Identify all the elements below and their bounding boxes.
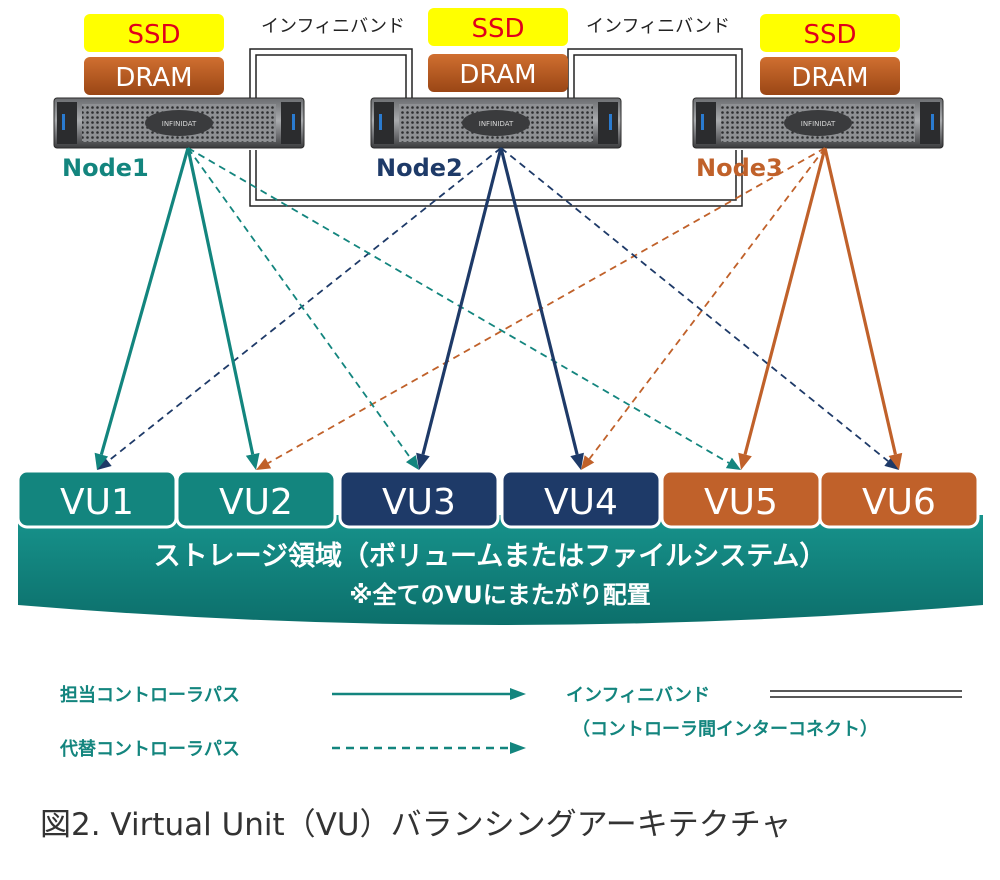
server-chassis: INFINIDAT	[370, 97, 622, 149]
dram-label: DRAM	[459, 60, 536, 90]
node-label: Node1	[62, 154, 149, 182]
vu-box-5: VU5	[660, 469, 822, 529]
primary-path-arrow-vu1	[94, 147, 190, 470]
server-chassis: INFINIDAT	[692, 97, 944, 149]
infiniband-label-1: インフィニバンド	[261, 16, 405, 37]
alternate-path-arrow-vu6	[500, 147, 899, 470]
server-brand: INFINIDAT	[162, 120, 197, 128]
dram-block	[760, 57, 900, 95]
ssd-label: SSD	[127, 20, 180, 50]
legend-alternate-arrowhead	[510, 742, 526, 754]
storage-title: ストレージ領域（ボリュームまたはファイルシステム）	[154, 540, 827, 572]
ssd-label: SSD	[471, 14, 524, 44]
alternate-path-arrow-vu5	[187, 147, 741, 470]
primary-path-arrow-vu5	[738, 147, 827, 470]
alternate-path-arrow-vu1	[97, 147, 502, 470]
legend-infiniband-label: インフィニバンド	[566, 685, 710, 706]
storage-subtitle: ※全てのVUにまたがり配置	[349, 581, 650, 609]
alternate-path-arrow-vu3	[187, 147, 419, 470]
vu-box-1: VU1	[16, 469, 178, 529]
server-brand: INFINIDAT	[479, 120, 514, 128]
alternate-path-arrow-vu4	[581, 147, 826, 470]
vu-label: VU6	[862, 482, 936, 523]
vu-box-4: VU4	[500, 469, 662, 529]
legend-infiniband-note: （コントローラ間インターコネクト）	[572, 719, 878, 740]
node-2: SSD DRAM INFINIDAT Node2	[370, 8, 622, 182]
vu-box-3: VU3	[338, 469, 500, 529]
server-chassis: INFINIDAT	[53, 97, 305, 149]
legend-primary-arrowhead	[510, 688, 526, 700]
legend: 担当コントローラパス 代替コントローラパス インフィニバンド （コントローラ間イ…	[59, 684, 962, 760]
vu-label: VU5	[704, 482, 778, 523]
legend-alternate-label: 代替コントローラパス	[59, 738, 240, 760]
dram-label: DRAM	[115, 63, 192, 93]
vu-label: VU2	[219, 482, 293, 523]
legend-primary-label: 担当コントローラパス	[60, 684, 240, 706]
infiniband-label-2: インフィニバンド	[586, 16, 730, 37]
vu-box-6: VU6	[818, 469, 980, 529]
dram-block	[84, 57, 224, 95]
ssd-block	[428, 8, 568, 46]
node-3: SSD DRAM INFINIDAT Node3	[692, 14, 944, 182]
figure-caption: 図2. Virtual Unit（VU）バランシングアーキテクチャ	[40, 807, 791, 843]
primary-path-arrow-vu6	[823, 147, 903, 470]
vu-label: VU3	[382, 482, 456, 523]
ssd-label: SSD	[803, 20, 856, 50]
alternate-path-arrow-vu2	[256, 147, 826, 470]
vu-label: VU4	[544, 482, 618, 523]
primary-path-arrow-vu3	[416, 147, 503, 470]
node-1: SSD DRAM INFINIDAT Node1	[53, 14, 305, 182]
node-label: Node3	[696, 154, 783, 182]
vu-label: VU1	[60, 482, 134, 523]
vu-box-2: VU2	[175, 469, 337, 529]
dram-label: DRAM	[791, 63, 868, 93]
primary-path-arrow-vu4	[499, 147, 584, 470]
ssd-block	[84, 14, 224, 52]
primary-path-arrow-vu2	[186, 147, 260, 470]
server-brand: INFINIDAT	[801, 120, 836, 128]
node-label: Node2	[376, 154, 463, 182]
ssd-block	[760, 14, 900, 52]
storage-area	[18, 515, 983, 625]
dram-block	[428, 54, 568, 92]
